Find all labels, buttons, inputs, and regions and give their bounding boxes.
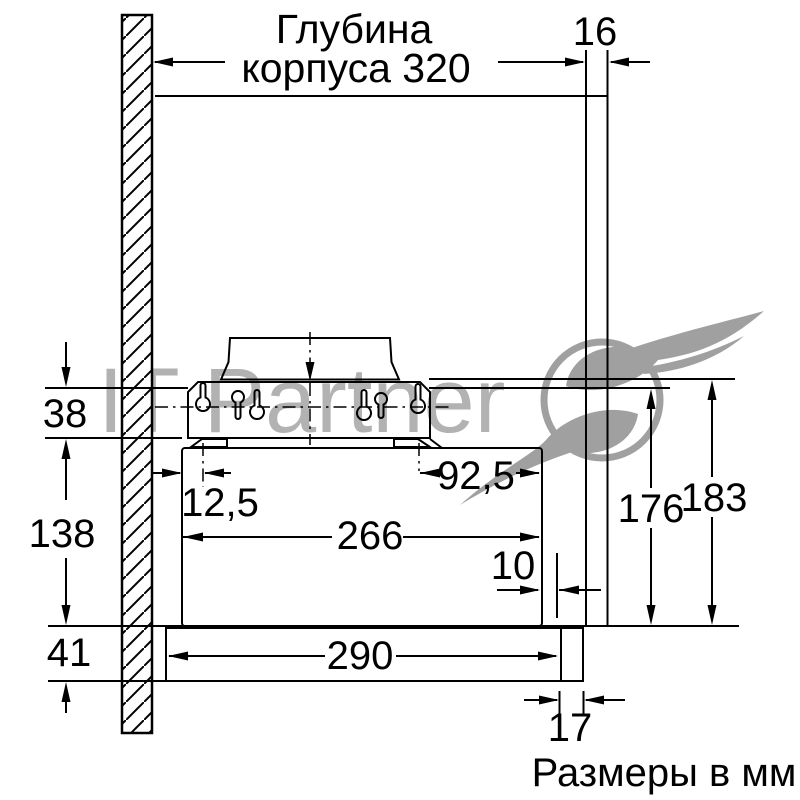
watermark-text: IT Partner	[98, 350, 505, 452]
dim-left-chain	[61, 342, 71, 713]
keyhole-slot	[356, 389, 372, 422]
units-note: Размеры в мм	[532, 751, 797, 795]
dim-label-266: 266	[337, 514, 404, 558]
watermark: IT Partner	[98, 311, 764, 505]
visor-outline	[165, 627, 584, 682]
duct-collar	[219, 337, 401, 381]
dim-label-38: 38	[43, 392, 88, 436]
dim-visor-width	[168, 651, 558, 661]
dim-end-cap	[524, 695, 625, 705]
dim-hole-span	[183, 532, 540, 542]
keyhole-slot	[410, 383, 426, 415]
hood-body-outline	[181, 447, 543, 627]
dim-label-183: 183	[681, 476, 748, 520]
plate-gusset-right	[429, 438, 443, 449]
pullout-visor	[165, 627, 584, 682]
hood-body	[181, 447, 543, 627]
centerlines	[155, 332, 450, 487]
dim-front-gap	[497, 585, 601, 595]
keyhole-slot	[249, 389, 265, 421]
title-line1: Глубина	[276, 6, 433, 52]
keyhole-slot	[374, 392, 388, 419]
dim-label-17: 17	[548, 706, 593, 750]
title-line2: корпуса 320	[241, 45, 470, 91]
centerline-arrowhead	[305, 362, 315, 381]
mounting-plate-outline	[187, 381, 431, 439]
dim-label-290: 290	[327, 634, 394, 678]
dim-height-to-plate-top	[707, 380, 717, 625]
dim-label-12-5: 12,5	[181, 481, 259, 525]
dim-hole-offset-left	[152, 468, 231, 478]
dim-label-41: 41	[47, 631, 92, 675]
dim-label-16: 16	[573, 10, 618, 54]
wall-outline	[120, 13, 154, 735]
dim-label-176: 176	[618, 487, 685, 531]
dim-hole-offset-right	[420, 468, 540, 478]
reference-lines	[45, 378, 735, 714]
dim-height-to-hook-line	[646, 389, 656, 625]
dim-label-10: 10	[491, 544, 536, 588]
dim-label-138: 138	[29, 512, 96, 556]
dim-panel-thickness	[609, 57, 650, 67]
dim-label-92-5: 92,5	[437, 454, 515, 498]
keyhole-slot	[231, 390, 245, 420]
watermark-logo-icon	[460, 311, 764, 505]
wall	[120, 13, 154, 735]
dim-body-depth	[153, 57, 585, 67]
